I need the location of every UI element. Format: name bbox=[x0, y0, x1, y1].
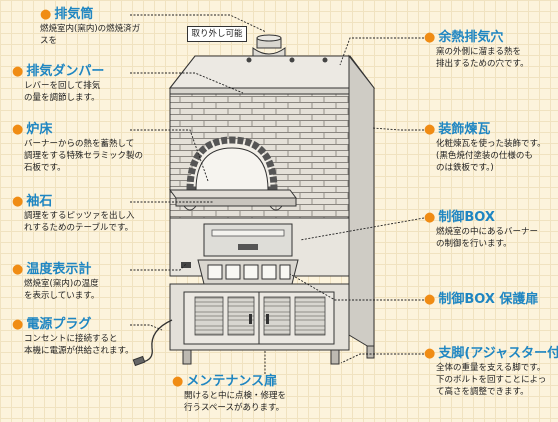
callout-line: を表示しています。 bbox=[24, 291, 100, 301]
callout-line: 調理をするピッツァを出し入 bbox=[24, 211, 135, 221]
callout-exhaust-damper: ●排気ダンパー レバーを回して排気の量を調節します。 bbox=[12, 64, 142, 104]
callout-chimney: ●排気筒 燃焼室内(窯内)の燃焼済ガスを bbox=[40, 7, 185, 47]
callout-line: 全体の重量を支える脚です。 bbox=[436, 363, 546, 373]
callout-thermometer: ●温度表示計 燃焼室(窯内)の温度を表示しています。 bbox=[12, 262, 152, 302]
orange-dot-icon: ● bbox=[12, 194, 24, 209]
callout-line: て高さを調整できます。 bbox=[436, 387, 529, 397]
callout-title: 排気ダンパー bbox=[26, 64, 105, 79]
callout-title: メンテナンス扉 bbox=[186, 374, 278, 389]
callout-line: 窯の外側に溜まる熱を bbox=[436, 47, 522, 57]
callout-line: 燃焼室の中にあるバーナー bbox=[436, 227, 539, 237]
orange-dot-icon: ● bbox=[12, 122, 24, 137]
callout-line: 燃焼室(窯内)の温度 bbox=[24, 279, 99, 289]
callout-line: 石板です。 bbox=[24, 163, 66, 173]
callout-line: 開けると中に点検・修理を bbox=[184, 391, 287, 401]
oven-mouth bbox=[186, 136, 278, 194]
callout-hearth: ●炉床 バーナーからの熱を蓄熱して調理をする特殊セラミック製の石板です。 bbox=[12, 122, 172, 174]
callout-line: 化粧煉瓦を使った装飾です。 bbox=[436, 139, 546, 149]
orange-dot-icon: ● bbox=[12, 317, 24, 332]
callout-line: 調理をする特殊セラミック製の bbox=[24, 151, 144, 161]
callout-line: バーナーからの熱を蓄熱して bbox=[24, 139, 135, 149]
callout-line: 下のボルトを回すことによっ bbox=[436, 375, 547, 385]
callout-control-box-door: ●制御BOX 保護扉 bbox=[424, 292, 558, 307]
callout-residual-heat-vent: ●余熱排気穴 窯の外側に溜まる熱を排出するための穴です。 bbox=[424, 30, 554, 70]
callout-line: コンセントに接続すると bbox=[24, 334, 118, 344]
callout-title: 余熱排気穴 bbox=[438, 30, 504, 45]
callout-control-box: ●制御BOX 燃焼室の中にあるバーナーの制御を行います。 bbox=[424, 210, 558, 250]
control-box-door bbox=[197, 259, 299, 285]
callout-line: スを bbox=[40, 36, 58, 46]
orange-dot-icon: ● bbox=[424, 292, 436, 307]
callout-side-stone: ●袖石 調理をするピッツァを出し入れするためのテーブルです。 bbox=[12, 194, 172, 234]
callout-line: 排出するための穴です。 bbox=[436, 59, 529, 69]
callout-line: 燃焼室内(窯内)の燃焼済ガ bbox=[40, 24, 141, 34]
callout-line: の量を調節します。 bbox=[24, 93, 100, 103]
callout-title: 制御BOX bbox=[438, 210, 495, 225]
callout-line: 行うスペースがあります。 bbox=[184, 403, 285, 413]
orange-dot-icon: ● bbox=[424, 210, 436, 225]
callout-maintenance-door: ●メンテナンス扉 開けると中に点検・修理を行うスペースがあります。 bbox=[172, 374, 322, 414]
callout-title: 温度表示計 bbox=[26, 262, 92, 277]
callout-line: の制御を行います。 bbox=[436, 239, 512, 249]
callout-title: 炉床 bbox=[26, 122, 53, 137]
callout-line: (黒色焼付塗装の仕様のも bbox=[436, 151, 533, 161]
orange-dot-icon: ● bbox=[12, 64, 24, 79]
callout-line: 本機に電源が供給されます。 bbox=[24, 346, 134, 356]
callout-title: 支脚(アジャスター付) bbox=[438, 346, 558, 361]
callout-line: のは鉄板です。) bbox=[436, 163, 494, 173]
callout-title: 電源プラグ bbox=[26, 317, 92, 332]
orange-dot-icon: ● bbox=[424, 346, 436, 361]
callout-line: レバーを回して排気 bbox=[24, 81, 101, 91]
callout-line: れするためのテーブルです。 bbox=[24, 223, 134, 233]
orange-dot-icon: ● bbox=[172, 374, 184, 389]
callout-title: 装飾煉瓦 bbox=[438, 122, 491, 137]
orange-dot-icon: ● bbox=[424, 30, 436, 45]
leader-lines bbox=[130, 14, 425, 374]
removable-tag: 取り外し可能 bbox=[187, 26, 247, 42]
orange-dot-icon: ● bbox=[40, 7, 52, 22]
callout-title: 排気筒 bbox=[54, 7, 94, 22]
callout-decorative-brick: ●装飾煉瓦 化粧煉瓦を使った装飾です。 (黒色焼付塗装の仕様のものは鉄板です。) bbox=[424, 122, 558, 174]
callout-title: 制御BOX 保護扉 bbox=[438, 292, 539, 307]
callout-power-plug: ●電源プラグ コンセントに接続すると本機に電源が供給されます。 bbox=[12, 317, 152, 357]
callout-title: 袖石 bbox=[26, 194, 53, 209]
callout-leg-adjuster: ●支脚(アジャスター付) 全体の重量を支える脚です。下のボルトを回すことによって… bbox=[424, 346, 558, 398]
orange-dot-icon: ● bbox=[424, 122, 436, 137]
orange-dot-icon: ● bbox=[12, 262, 24, 277]
